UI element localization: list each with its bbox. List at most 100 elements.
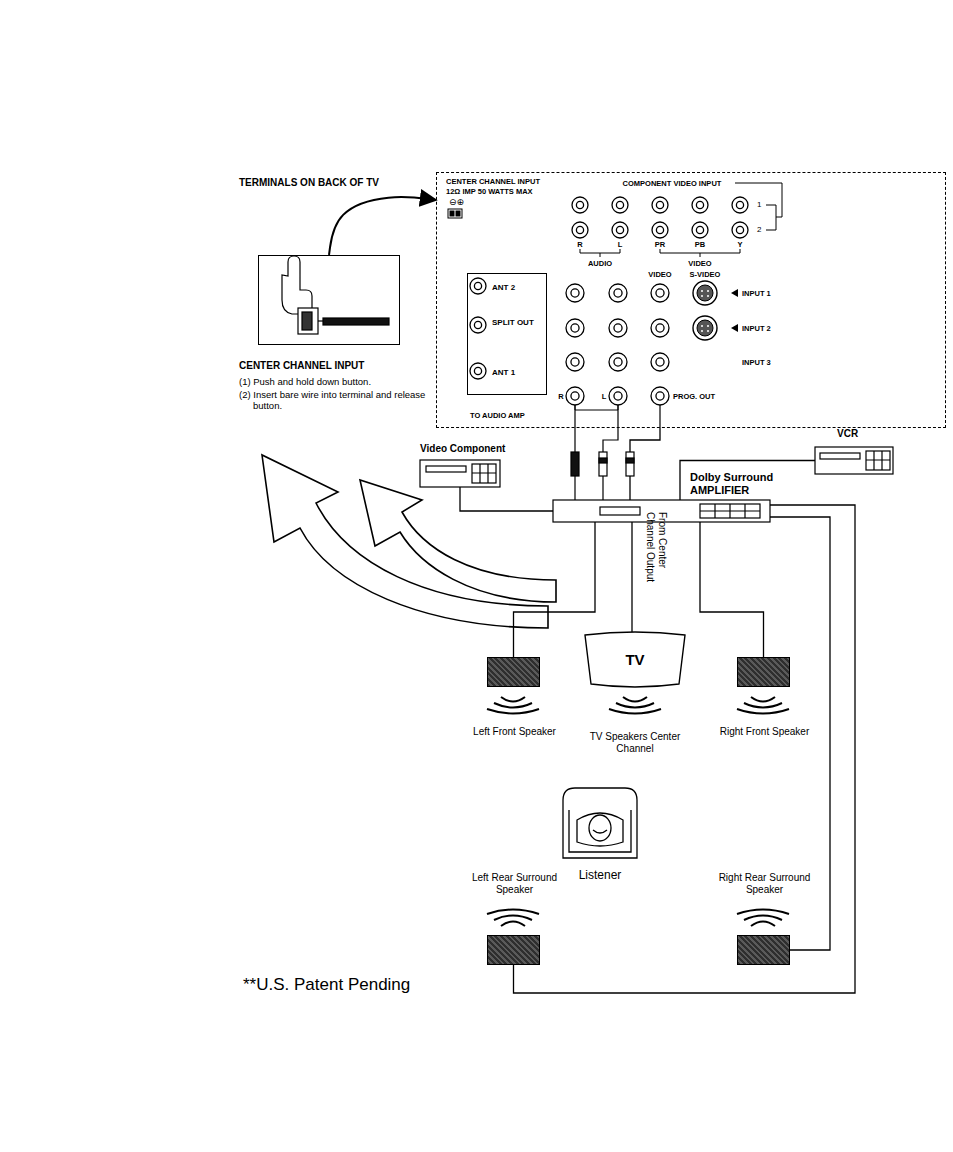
edge-label: From Center Channel Output	[644, 512, 668, 608]
jack-terminals	[566, 284, 584, 302]
jack-terminals	[707, 330, 709, 332]
device-body	[866, 451, 890, 470]
sound-waves	[494, 703, 532, 708]
jack-terminals	[470, 317, 486, 333]
instruction-text: ANT 1	[492, 368, 546, 378]
jack-terminals	[614, 289, 622, 297]
node-heading: Video Component	[420, 443, 540, 455]
jack-terminals	[701, 330, 703, 332]
center-terminal	[450, 211, 454, 216]
node-heading: Listener	[550, 868, 650, 882]
terminal-label: CENTER CHANNEL INPUT	[446, 177, 540, 186]
jack-terminals	[616, 201, 623, 208]
chair-figure	[569, 810, 631, 852]
jack-terminals	[614, 358, 622, 366]
device-body	[700, 504, 760, 518]
jack-terminals	[656, 392, 664, 400]
audio-cable	[575, 405, 660, 500]
device-body	[420, 460, 500, 487]
listener-chair: Listener	[555, 780, 645, 865]
device-body	[426, 466, 466, 472]
sound-waves	[501, 922, 525, 927]
cable	[631, 522, 632, 632]
footnote: **U.S. Patent Pending	[243, 975, 410, 995]
jack-terminals	[692, 222, 708, 238]
cable	[700, 522, 764, 657]
terminal-label: 1	[757, 200, 761, 210]
chair-figure	[555, 780, 645, 865]
terminal-label: L	[602, 392, 607, 401]
jack-terminals	[614, 392, 622, 400]
jack-terminals	[474, 367, 481, 374]
hand-illustration	[302, 312, 312, 330]
jack-terminals	[470, 363, 486, 379]
instruction-inset: CENTER CHANNEL INPUT(1) Push and hold do…	[258, 255, 400, 345]
node-heading: Right Front Speaker	[719, 726, 810, 738]
node-heading: CENTER CHANNEL INPUT	[239, 360, 439, 372]
terminal-label: COMPONENT VIDEO INPUT	[623, 179, 722, 188]
jack-terminals	[571, 324, 579, 332]
terminal-label: Y	[737, 240, 742, 249]
jack-terminals	[571, 392, 579, 400]
chair-figure	[593, 830, 607, 833]
jack-terminals	[609, 387, 627, 405]
terminal-label: L	[618, 240, 623, 249]
terminal-label: INPUT 1	[742, 289, 771, 298]
jack-terminals	[609, 319, 627, 337]
node-heading: VCR	[837, 428, 887, 440]
sound-waves	[487, 910, 539, 915]
vcr-device: VCR	[815, 447, 893, 474]
sound-waves	[737, 910, 789, 915]
jack-terminals	[571, 289, 579, 297]
terminal-label: PR	[655, 240, 665, 249]
audio-cable	[659, 405, 660, 428]
speaker-caption: TV Speakers Center Channel	[585, 731, 685, 755]
node-heading: Dolby Surround AMPLIFIER	[690, 471, 802, 497]
node-heading: Left Rear Surround Speaker	[454, 872, 575, 896]
jack-terminals	[696, 226, 703, 233]
jack-terminals	[572, 222, 588, 238]
node-heading: ANT 2	[492, 283, 546, 293]
chair-figure	[563, 788, 637, 858]
jack-terminals	[470, 278, 486, 294]
jack-terminals	[572, 197, 588, 213]
jack-terminals	[612, 222, 628, 238]
device-body	[600, 507, 640, 515]
jack-terminals	[707, 290, 709, 292]
terminal-label: INPUT 2	[742, 324, 771, 333]
node-heading: TERMINALS ON BACK OF TV	[239, 177, 429, 189]
speaker: Right Front Speaker	[737, 657, 790, 687]
jack-terminals	[612, 197, 628, 213]
device-body	[815, 447, 893, 474]
node-heading: Right Rear Surround Speaker	[709, 872, 820, 896]
center-terminal	[456, 211, 460, 216]
terminal-label: AUDIO	[588, 259, 612, 268]
hand-illustration	[318, 320, 323, 321]
jack-terminals	[576, 226, 583, 233]
hand-illustration	[282, 256, 389, 334]
video-component: Video Component	[420, 460, 500, 487]
jack-terminals	[736, 226, 743, 233]
sound-waves	[494, 916, 532, 921]
rca-plug	[626, 458, 634, 463]
terminal-brackets	[575, 405, 618, 410]
jack-terminals	[707, 325, 709, 327]
sound-waves	[744, 703, 782, 708]
hand-illustration	[282, 256, 312, 314]
terminal-label: VIDEO	[688, 259, 711, 268]
terminal-label: R	[558, 392, 563, 401]
cable	[680, 461, 815, 501]
sound-waves	[501, 697, 525, 702]
jack-terminals	[609, 284, 627, 302]
jack-terminals	[707, 295, 709, 297]
jack-terminals	[656, 226, 663, 233]
sound-waves	[737, 709, 789, 714]
center-terminal	[448, 209, 462, 218]
input-pointer	[731, 289, 738, 332]
hollow-arrow	[262, 455, 556, 628]
terminal-label: INPUT 3	[742, 358, 771, 367]
jack-terminals	[571, 358, 579, 366]
back-panel: TERMINALS ON BACK OF TVANT 2SPLIT OUTANT…	[436, 172, 946, 428]
jack-terminals	[651, 387, 669, 405]
